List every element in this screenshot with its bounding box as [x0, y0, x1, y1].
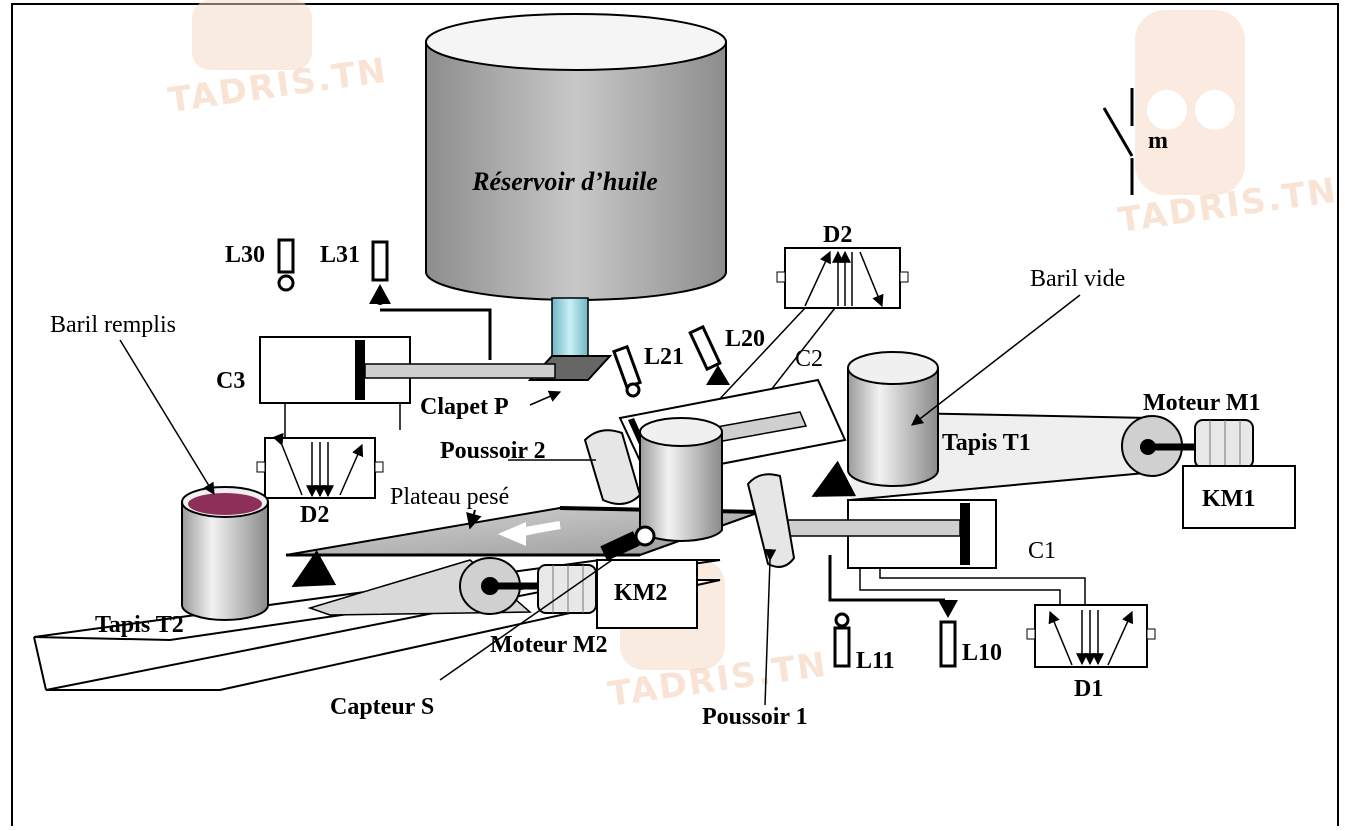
label-d2-top: D2 [823, 222, 852, 248]
reservoir [425, 13, 727, 381]
label-switch-m: m [1148, 128, 1168, 154]
barrel-center [639, 417, 723, 542]
barrel-remplis [181, 486, 269, 621]
km1-box [1182, 465, 1296, 529]
limit-switch-l10 [938, 600, 958, 668]
label-l21: L21 [644, 344, 684, 370]
label-baril-remplis: Baril remplis [50, 312, 176, 338]
label-reservoir: Réservoir d’huile [471, 167, 658, 196]
poussoir-1 [746, 473, 796, 706]
label-moteur-m2: Moteur M2 [490, 632, 608, 658]
label-l11: L11 [856, 648, 895, 674]
moteur-m2 [459, 557, 698, 629]
barrel-vide [847, 351, 939, 487]
limit-switch-l21 [612, 344, 642, 398]
label-poussoir-2: Poussoir 2 [440, 438, 546, 464]
label-l31: L31 [320, 242, 360, 268]
t1-direction-arrow-icon [811, 460, 857, 498]
label-c3: C3 [216, 368, 245, 394]
label-c1: C1 [1028, 538, 1056, 564]
label-d1: D1 [1074, 676, 1103, 702]
label-d2-bottom: D2 [300, 502, 329, 528]
t2-direction-arrow-icon [291, 550, 337, 588]
limit-switch-l11 [833, 612, 851, 668]
label-l30: L30 [225, 242, 265, 268]
label-capteur-s: Capteur S [330, 694, 434, 720]
label-l10: L10 [962, 640, 1002, 666]
limit-switch-l31 [369, 240, 391, 305]
label-plateau-pese: Plateau pesé [390, 484, 509, 510]
km2-box [596, 559, 698, 629]
outer-border [11, 3, 1339, 831]
limit-switch-l20 [688, 324, 730, 385]
pointer-lines [119, 294, 1081, 588]
oil-liquid [188, 493, 262, 515]
labels: Réservoir d’huile m L30 L31 Baril rempli… [50, 128, 1261, 730]
label-moteur-m1: Moteur M1 [1143, 390, 1261, 416]
label-poussoir-1: Poussoir 1 [702, 704, 808, 730]
label-tapis-t1: Tapis T1 [942, 430, 1031, 456]
label-baril-vide: Baril vide [1030, 266, 1125, 292]
switch-m-icon [1102, 88, 1134, 195]
distributor-d1 [1026, 604, 1156, 668]
label-km2: KM2 [614, 580, 667, 606]
cylinder-c3 [259, 308, 556, 440]
watermark-logo-icon [192, 0, 1245, 670]
moteur-m1 [1182, 419, 1296, 529]
label-tapis-t2: Tapis T2 [95, 612, 184, 638]
capteur-s [439, 525, 656, 681]
label-clapet-p: Clapet P [420, 394, 509, 420]
cylinder-c1 [779, 499, 1086, 605]
label-km1: KM1 [1202, 486, 1255, 512]
distributor-d2-lower [256, 432, 384, 499]
label-l20: L20 [725, 326, 765, 352]
label-c2: C2 [795, 346, 823, 372]
limit-switch-l30 [277, 238, 295, 292]
